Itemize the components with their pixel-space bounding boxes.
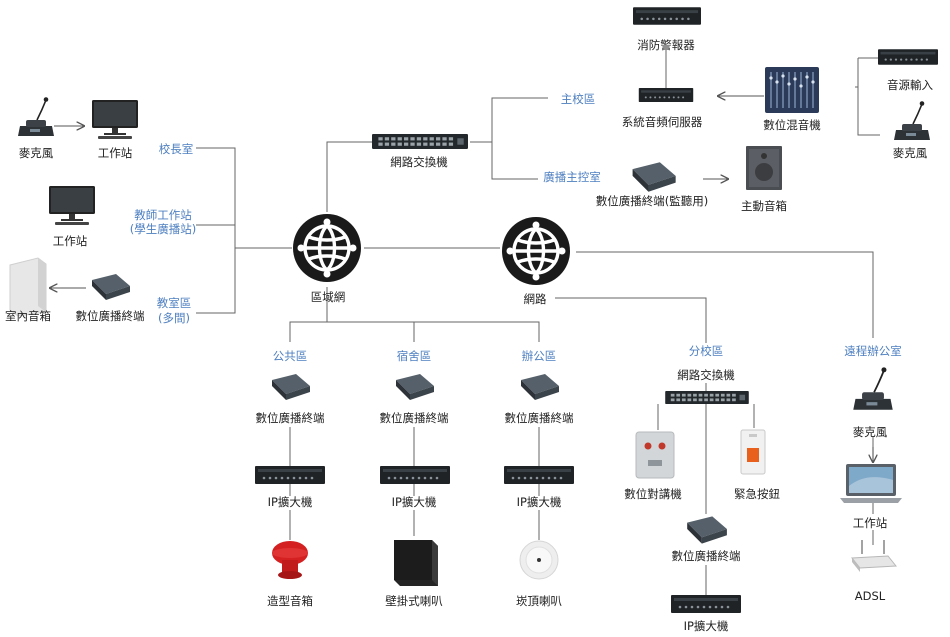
label-fire-alarm: 消防警報器: [637, 38, 695, 52]
terminal-box-icon: [92, 274, 130, 300]
label-branch-terminal: 數位廣播終端: [671, 549, 741, 563]
label-zone-terminal: 數位廣播終端: [255, 411, 325, 425]
terminal-box-icon: [396, 374, 434, 400]
label-audio-input: 音源輸入: [887, 78, 933, 92]
label-zone-office: 辦公區: [521, 349, 557, 363]
router-icon: [851, 540, 897, 572]
label-zone-terminal: 數位廣播終端: [379, 411, 449, 425]
rack-unit-icon: [633, 7, 701, 25]
label-active-speaker: 主動音箱: [741, 199, 787, 213]
rack-unit-icon: [638, 88, 694, 102]
switch-icon: [665, 391, 749, 404]
label-intercom: 數位對講機: [624, 487, 682, 501]
monitor-icon: [92, 100, 138, 139]
rack-unit-icon: [255, 466, 325, 484]
mixer-icon: [765, 67, 819, 113]
monitor-icon: [49, 186, 95, 225]
rack-unit-icon: [671, 595, 741, 613]
label-branch-switch: 網路交換機: [677, 368, 735, 382]
label-internet: 網路: [523, 292, 547, 306]
label-emergency-button: 緊急按鈕: [734, 487, 780, 501]
label-workstation-mid: 工作站: [52, 234, 88, 248]
active-speaker-icon: [746, 146, 782, 190]
label-remote-office: 遠程辦公室: [844, 344, 902, 358]
label-main-campus: 主校區: [560, 92, 596, 106]
label-zone-terminal: 數位廣播終端: [504, 411, 574, 425]
label-zone-public: 公共區: [272, 349, 308, 363]
label-digital-mixer: 數位混音機: [763, 118, 821, 132]
terminal-box-icon: [632, 162, 676, 192]
ceiling-speaker-icon: [519, 540, 559, 580]
label-branch-amp: IP擴大機: [683, 619, 729, 633]
label-branch: 分校區: [688, 344, 724, 358]
label-digital-terminal-left: 數位廣播終端: [75, 309, 145, 323]
label-workstation-top: 工作站: [97, 146, 133, 160]
label-zone-speaker: 壁掛式喇叭: [385, 594, 443, 608]
label-lan: 區域網: [310, 290, 346, 304]
intercom-icon: [635, 431, 675, 479]
label-zone-amp: IP擴大機: [391, 495, 437, 509]
emergency-button-icon: [740, 429, 766, 475]
label-indoor-speaker: 室內音箱: [5, 309, 51, 323]
label-student-station: (學生廣播站): [129, 222, 197, 236]
terminal-box-icon: [687, 516, 727, 544]
label-classroom-count: (多間): [158, 311, 190, 325]
label-microphone-left: 麥克風: [18, 146, 54, 160]
terminal-box-icon: [272, 374, 310, 400]
label-monitor-terminal: 數位廣播終端(監聽用): [595, 194, 709, 208]
connection-lines: [196, 50, 880, 595]
label-remote-workstation: 工作站: [852, 516, 888, 530]
label-broadcast-control: 廣播主控室: [543, 170, 601, 184]
speaker-box-icon: [9, 257, 47, 317]
mushroom-speaker-icon: [272, 541, 308, 579]
rack-unit-icon: [504, 466, 574, 484]
label-classroom-zone: 教室區: [156, 296, 192, 310]
laptop-icon: [840, 464, 902, 503]
label-zone-dorm: 宿舍區: [396, 349, 432, 363]
globe-icon: [500, 215, 572, 287]
label-zone-speaker: 崁頂喇叭: [516, 594, 562, 608]
rack-unit-icon: [380, 466, 450, 484]
label-remote-microphone: 麥克風: [852, 425, 888, 439]
globe-icon: [291, 212, 363, 284]
arrow-lines: [50, 96, 873, 462]
label-zone-amp: IP擴大機: [267, 495, 313, 509]
label-teacher-station: 教師工作站: [134, 208, 192, 222]
label-adsl: ADSL: [854, 589, 886, 603]
label-microphone-right: 麥克風: [892, 146, 928, 160]
microphone-icon: [852, 366, 894, 411]
microphone-icon: [17, 96, 55, 137]
label-principal-office: 校長室: [158, 142, 194, 156]
rack-unit-icon: [878, 49, 938, 65]
label-audio-server: 系統音頻伺服器: [621, 115, 703, 129]
label-switch: 網路交換機: [390, 155, 448, 169]
microphone-icon: [893, 100, 931, 141]
wall-speaker-icon: [394, 540, 438, 586]
switch-icon: [372, 134, 468, 149]
label-zone-amp: IP擴大機: [516, 495, 562, 509]
label-zone-speaker: 造型音箱: [267, 594, 313, 608]
terminal-box-icon: [521, 374, 559, 400]
